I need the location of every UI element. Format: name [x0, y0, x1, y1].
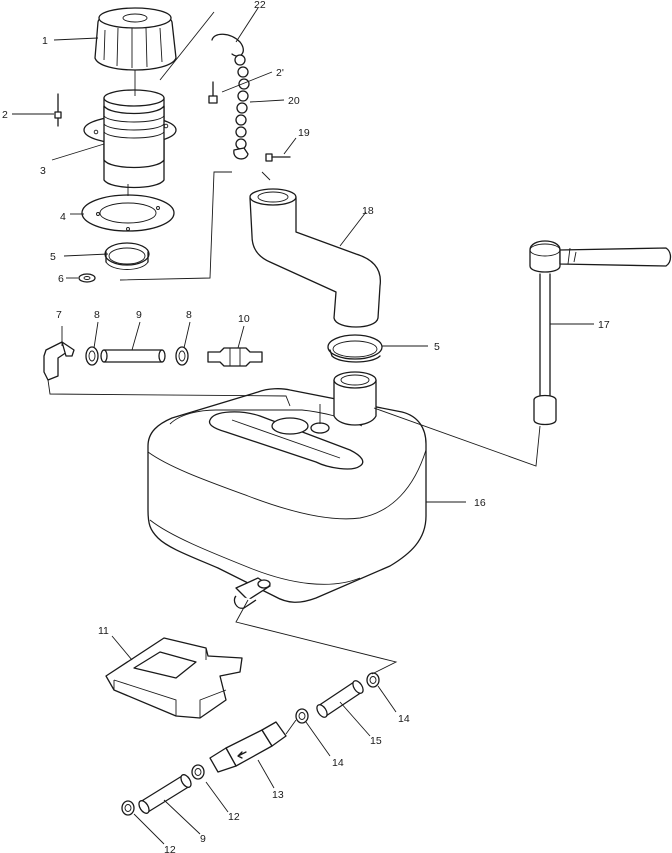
callout-5-upper: 5 [50, 251, 56, 263]
callout-10: 10 [238, 313, 250, 325]
callout-8-left: 8 [94, 309, 100, 321]
callout-17: 17 [598, 319, 610, 331]
callout-labels: 1 2 3 4 5 6 22 2' 20 19 18 7 8 9 8 10 5 … [2, 0, 610, 853]
callout-12-lower: 12 [164, 844, 176, 853]
callout-3: 3 [40, 165, 46, 177]
callout-9-lower: 9 [200, 833, 206, 845]
tether-screw [208, 81, 218, 104]
callout-16: 16 [474, 497, 486, 509]
callout-12-upper: 12 [228, 811, 240, 823]
hose-clamp-upper [104, 242, 150, 270]
line-clamp-left [85, 346, 99, 366]
callout-19: 19 [298, 127, 310, 139]
callout-14-right: 14 [398, 713, 410, 725]
callout-11: 11 [98, 625, 109, 637]
callout-1: 1 [42, 35, 48, 47]
inline-fuel-filter [209, 721, 287, 773]
quick-connector [207, 347, 263, 367]
callout-8-right: 8 [186, 309, 192, 321]
callout-9-upper: 9 [136, 309, 142, 321]
cap-tether-chain [211, 33, 250, 160]
filler-neck [83, 89, 177, 189]
line-clamp-bottom-b [121, 800, 135, 816]
line-clamp-right [175, 346, 189, 366]
callout-18: 18 [362, 205, 374, 217]
elbow-fitting [43, 341, 75, 381]
hose-clamp-lower [327, 334, 383, 363]
callout-7: 7 [56, 309, 62, 321]
callout-21: 2' [276, 67, 284, 79]
tank-bracket [105, 637, 243, 719]
screw [54, 93, 62, 127]
fuel-cap [94, 7, 177, 71]
washer [78, 273, 96, 283]
fuel-gauge-sender [529, 240, 672, 426]
line-clamp-bottom-a [191, 764, 205, 780]
callout-leaders [12, 7, 594, 845]
callout-4: 4 [60, 211, 66, 223]
line-clamp-lower-right [366, 672, 380, 688]
callout-14-mid: 14 [332, 757, 344, 769]
assembly-lines [47, 11, 541, 735]
small-bolt [265, 153, 291, 162]
filler-hose [249, 188, 382, 328]
fuel-line-lower [138, 774, 192, 814]
callout-15: 15 [370, 735, 382, 747]
callout-5-lower: 5 [434, 341, 440, 353]
callout-20: 20 [288, 95, 300, 107]
callout-6: 6 [58, 273, 64, 285]
callout-2: 2 [2, 109, 8, 121]
fuel-line-upper [100, 349, 166, 363]
fuel-tank [147, 371, 427, 609]
callout-22: 22 [254, 0, 266, 11]
callout-13: 13 [272, 789, 284, 801]
line-clamp-lower-mid [295, 708, 309, 724]
fuel-line-lower-right [316, 680, 364, 718]
gasket [81, 194, 175, 232]
